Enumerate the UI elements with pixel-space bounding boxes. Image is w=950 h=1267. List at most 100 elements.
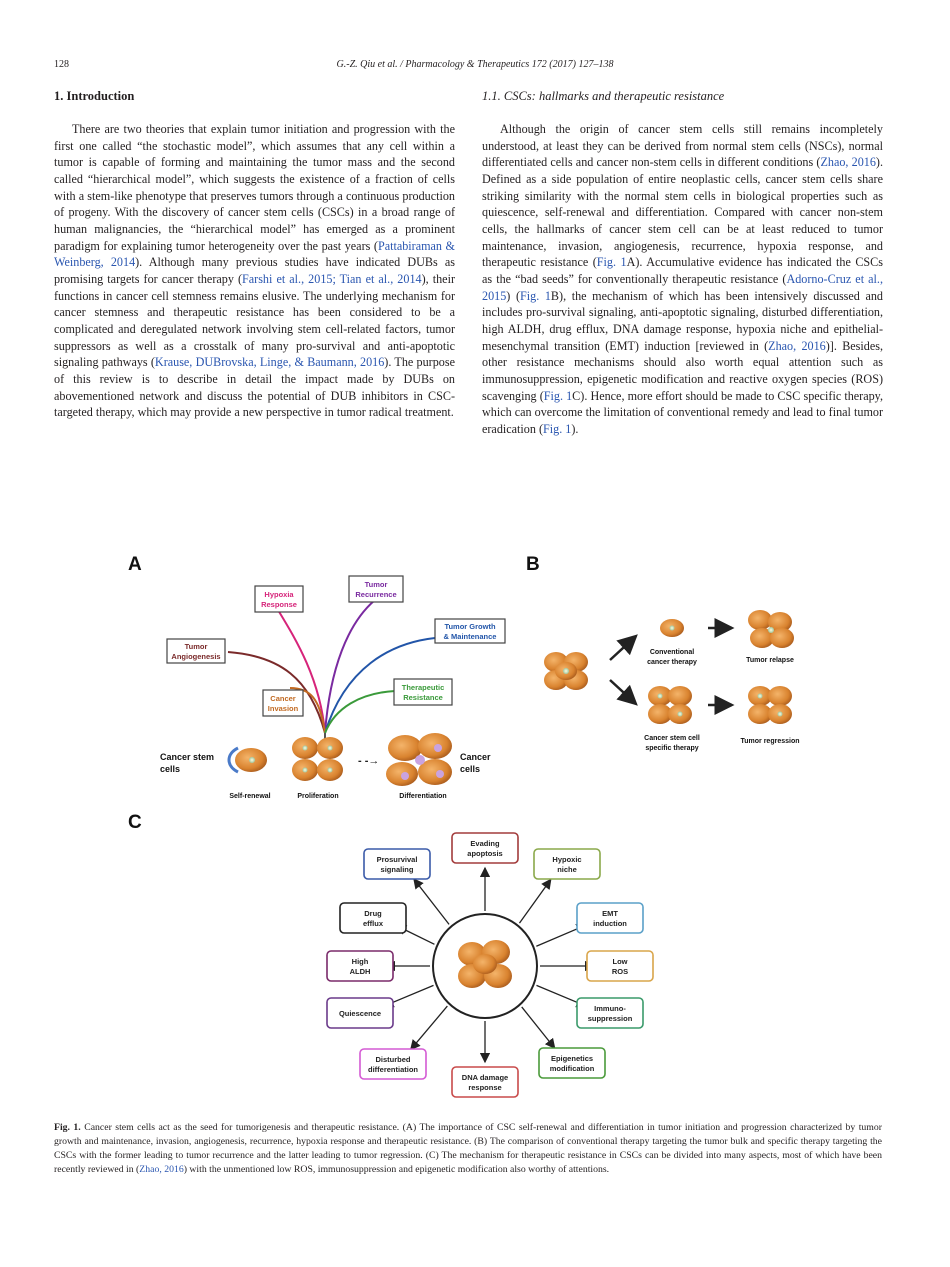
regression-cluster xyxy=(748,686,792,724)
left-column: 1. Introduction There are two theories t… xyxy=(54,88,455,421)
mechanism-box-frame xyxy=(451,1066,519,1098)
mechanism-box-frame xyxy=(538,1047,606,1079)
body-text: )]. Besides, other resistance mechanisms… xyxy=(482,338,883,403)
figure-link[interactable]: Fig. 1 xyxy=(596,255,627,270)
body-text: ) ( xyxy=(506,288,520,303)
caption-label: Fig. 1. xyxy=(54,1122,81,1133)
mechanism-boxes: EvadingapoptosisHypoxicnicheEMTinduction… xyxy=(326,832,654,1098)
self-renewal-arc xyxy=(227,746,239,774)
mechanism-box-frame xyxy=(451,832,519,864)
mechanism-label: differentiation xyxy=(368,1065,418,1074)
mechanism-label: DNA damage xyxy=(462,1073,508,1082)
mechanism-label: EMT xyxy=(602,909,618,918)
caption-text: Cancer stem cells act as the seed for tu… xyxy=(54,1122,882,1175)
resistance-label-1: Therapeutic xyxy=(402,683,445,692)
resistance-label-2: Resistance xyxy=(403,693,443,702)
mechanism-label: apoptosis xyxy=(467,849,502,858)
panel-a-letter: A xyxy=(128,554,142,575)
proliferation-cluster xyxy=(292,737,343,781)
body-text: ). xyxy=(571,421,579,436)
figure-1: A B C Hypoxia Response Tumor Recurrence … xyxy=(128,554,800,1098)
tumor-relapse-label: Tumor relapse xyxy=(746,657,794,664)
treated-cluster xyxy=(648,686,692,724)
reference-link[interactable]: Pattabiraman & Weinberg, 2014 xyxy=(54,238,456,270)
reference-link[interactable]: Zhao, 2016 xyxy=(139,1163,184,1175)
specific-therapy-label-1: Cancer stem cell xyxy=(644,735,700,742)
recurrence-label-2: Recurrence xyxy=(355,590,396,599)
mechanism-arrow xyxy=(409,1005,448,1051)
right-column: 1.1. CSCs: hallmarks and therapeutic res… xyxy=(482,88,883,437)
figure-link[interactable]: Fig. 1 xyxy=(543,388,573,403)
body-text: B), the mechanism of which has been inte… xyxy=(482,288,884,353)
figure-link[interactable]: Fig. 1 xyxy=(543,421,572,436)
mechanism-label: ROS xyxy=(612,967,628,976)
mechanism-label: High xyxy=(352,957,369,966)
cancer-stem-cells-label-2: cells xyxy=(160,764,180,774)
cancer-cells-label-1: Cancer xyxy=(460,752,491,762)
arrow-to-specific xyxy=(609,679,638,706)
panel-b-letter: B xyxy=(526,554,540,575)
figure-caption: Fig. 1. Cancer stem cells act as the see… xyxy=(54,1121,882,1177)
conventional-therapy-label-2: cancer therapy xyxy=(647,659,697,666)
reference-link[interactable]: Zhao, 2016 xyxy=(820,155,876,170)
panel-a-branch-lines xyxy=(227,599,436,743)
box-therapeutic-resistance: Therapeutic Resistance xyxy=(393,678,453,706)
page-number: 128 xyxy=(54,59,69,70)
cancer-cells-label-2: cells xyxy=(460,764,480,774)
hypoxia-label-2: Response xyxy=(261,600,297,609)
mechanism-arrow xyxy=(518,878,552,924)
intro-text: ). Although many previous studies have i… xyxy=(54,255,455,286)
box-hypoxia-response: Hypoxia Response xyxy=(254,585,304,613)
mechanism-label: response xyxy=(468,1083,501,1092)
reference-link[interactable]: Zhao, 2016 xyxy=(768,338,826,353)
reference-link[interactable]: Adorno-Cruz et al., 2015 xyxy=(482,271,883,303)
center-cluster xyxy=(458,940,512,988)
body-text: A). Accumulative evidence has indicated … xyxy=(482,255,883,286)
reference-link[interactable]: Farshi et al., 2015; Tian et al., 2014 xyxy=(242,271,422,286)
body-text: C). Hence, more effort should be made to… xyxy=(482,388,883,436)
mechanism-label: Epigenetics xyxy=(551,1054,593,1063)
step-self-renewal: Self-renewal xyxy=(229,793,270,800)
introduction-paragraph: There are two theories that explain tumo… xyxy=(54,121,455,421)
box-cancer-invasion: Cancer Invasion xyxy=(262,689,304,717)
intro-text: There are two theories that explain tumo… xyxy=(54,122,455,253)
angio-label-2: Angiogenesis xyxy=(171,652,220,661)
cancer-stem-cells-label-1: Cancer stem xyxy=(160,752,214,762)
growth-label-1: Tumor Growth xyxy=(444,622,496,631)
mechanism-label: niche xyxy=(557,865,577,874)
mechanism-label: Low xyxy=(613,957,628,966)
figure-link[interactable]: Fig. 1 xyxy=(520,288,551,303)
mechanism-box-frame xyxy=(576,997,644,1029)
mechanism-box-frame xyxy=(533,848,601,880)
intro-text: ), their functions in cancer cell stemne… xyxy=(54,271,455,370)
progression-arrows: - -→ xyxy=(358,755,379,767)
mechanism-arrow xyxy=(413,878,450,925)
mechanism-label: efflux xyxy=(363,919,384,928)
angio-label-1: Tumor xyxy=(185,642,208,651)
body-text: Although the origin of cancer stem cells… xyxy=(482,122,883,170)
tumor-bulk xyxy=(544,652,588,690)
mechanism-box-frame xyxy=(586,950,654,982)
tumor-regression-label: Tumor regression xyxy=(741,738,800,745)
mechanism-label: Immuno- xyxy=(594,1004,626,1013)
mechanism-label: Prosurvival xyxy=(377,855,418,864)
mechanism-label: suppression xyxy=(588,1014,633,1023)
mechanism-label: Evading xyxy=(470,839,500,848)
mechanism-label: Hypoxic xyxy=(552,855,581,864)
mechanism-box-frame xyxy=(326,997,394,1029)
reference-link[interactable]: Krause, DUBrovska, Linge, & Baumann, 201… xyxy=(154,355,385,370)
mechanism-arrows xyxy=(383,866,596,1064)
box-tumor-growth: Tumor Growth & Maintenance xyxy=(434,618,506,644)
mechanism-box: Immuno-suppression xyxy=(576,997,644,1029)
section-heading-introduction: 1. Introduction xyxy=(54,89,135,103)
box-tumor-angiogenesis: Tumor Angiogenesis xyxy=(166,638,226,664)
arrow-to-conventional xyxy=(609,634,638,661)
specific-therapy-label-2: specific therapy xyxy=(645,745,698,752)
mechanism-box-frame xyxy=(359,1048,427,1080)
